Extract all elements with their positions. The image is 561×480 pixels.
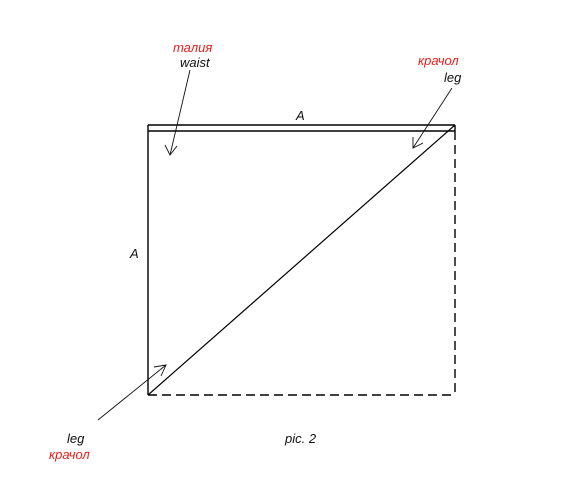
side-left-label: A bbox=[129, 246, 139, 261]
diagonal-line bbox=[147, 124, 456, 396]
leg-top-label-en: leg bbox=[444, 70, 462, 85]
leg-bottom-arrow bbox=[97, 364, 167, 421]
figure-caption: pic. 2 bbox=[284, 431, 317, 446]
leg-bottom-label-ru: крачол bbox=[49, 447, 90, 462]
waist-label-en: waist bbox=[180, 55, 211, 70]
leg-top-label-ru: крачол bbox=[418, 53, 459, 68]
side-top-label: A bbox=[295, 108, 305, 123]
waist-label-ru: талия bbox=[173, 40, 212, 55]
leg-top-arrow bbox=[412, 87, 453, 149]
leg-bottom-label-en: leg bbox=[67, 431, 85, 446]
waist-arrow bbox=[164, 69, 191, 156]
